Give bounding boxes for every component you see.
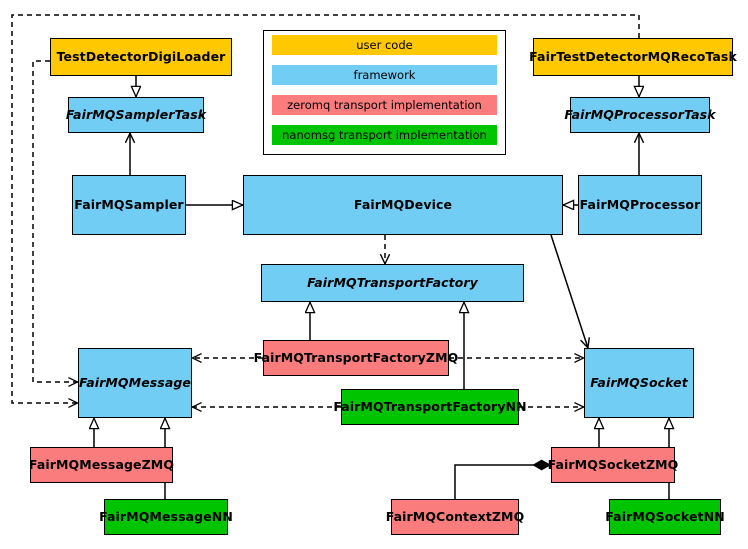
edge-contextzmq-socketzmq	[454, 465, 551, 499]
legend-item-label: user code	[356, 38, 413, 52]
class-node-testdetectordigiloader[interactable]: TestDetectorDigiLoader	[50, 38, 232, 76]
legend-item-label: framework	[353, 68, 416, 82]
legend-item-label: nanomsg transport implementation	[282, 128, 487, 142]
class-node-label: FairMQSocket	[590, 375, 688, 391]
class-node-fairmqsocketzmq[interactable]: FairMQSocketZMQ	[548, 447, 678, 483]
class-node-label: FairTestDetectorMQRecoTask	[529, 49, 737, 65]
class-node-label: FairMQProcessorTask	[564, 107, 716, 123]
class-node-fairmqsampler[interactable]: FairMQSampler	[72, 175, 186, 235]
class-node-fairmqtransportfactorynn[interactable]: FairMQTransportFactoryNN	[333, 389, 527, 425]
class-node-label: FairMQMessageZMQ	[28, 457, 175, 473]
class-node-fairmqsamplertask[interactable]: FairMQSamplerTask	[65, 97, 207, 133]
class-node-label: FairMQProcessor	[579, 197, 701, 213]
class-node-fairmqsocketnn[interactable]: FairMQSocketNN	[605, 499, 725, 535]
class-node-label: FairMQTransportFactoryZMQ	[253, 350, 459, 366]
class-node-fairmqdevice[interactable]: FairMQDevice	[243, 175, 563, 235]
class-node-fairmqsocket[interactable]: FairMQSocket	[584, 348, 694, 418]
class-node-label: TestDetectorDigiLoader	[56, 49, 226, 65]
class-node-label: FairMQSocketZMQ	[547, 457, 679, 473]
class-node-fairmqmessagenn[interactable]: FairMQMessageNN	[99, 499, 233, 535]
class-node-label: FairMQMessage	[79, 375, 192, 391]
class-node-fairtestdetectormqrecotask[interactable]: FairTestDetectorMQRecoTask	[529, 38, 737, 76]
class-node-label: FairMQContextZMQ	[385, 509, 525, 525]
class-node-fairmqprocessortask[interactable]: FairMQProcessorTask	[564, 97, 716, 133]
class-node-label: FairMQTransportFactoryNN	[333, 399, 527, 415]
edge-device-socket	[550, 234, 588, 348]
class-node-fairmqmessage[interactable]: FairMQMessage	[78, 348, 192, 418]
class-node-label: FairMQSocketNN	[605, 509, 725, 525]
class-node-label: FairMQTransportFactory	[307, 275, 478, 291]
legend-item-user-code: user code	[272, 35, 497, 55]
class-node-fairmqtransportfactory[interactable]: FairMQTransportFactory	[261, 264, 524, 302]
class-node-label: FairMQDevice	[353, 197, 453, 213]
class-node-label: FairMQMessageNN	[99, 509, 233, 525]
class-node-fairmqmessagezmq[interactable]: FairMQMessageZMQ	[28, 447, 175, 483]
class-node-fairmqcontextzmq[interactable]: FairMQContextZMQ	[386, 499, 524, 535]
legend-item-zeromq: zeromq transport implementation	[272, 95, 497, 115]
legend-item-nanomsg: nanomsg transport implementation	[272, 125, 497, 145]
class-node-label: FairMQSampler	[74, 197, 184, 213]
class-node-label: FairMQSamplerTask	[65, 107, 207, 123]
legend-item-label: zeromq transport implementation	[287, 98, 482, 112]
legend-item-framework: framework	[272, 65, 497, 85]
class-node-fairmqtransportfactoryzmq[interactable]: FairMQTransportFactoryZMQ	[254, 340, 458, 376]
class-node-fairmqprocessor[interactable]: FairMQProcessor	[578, 175, 702, 235]
